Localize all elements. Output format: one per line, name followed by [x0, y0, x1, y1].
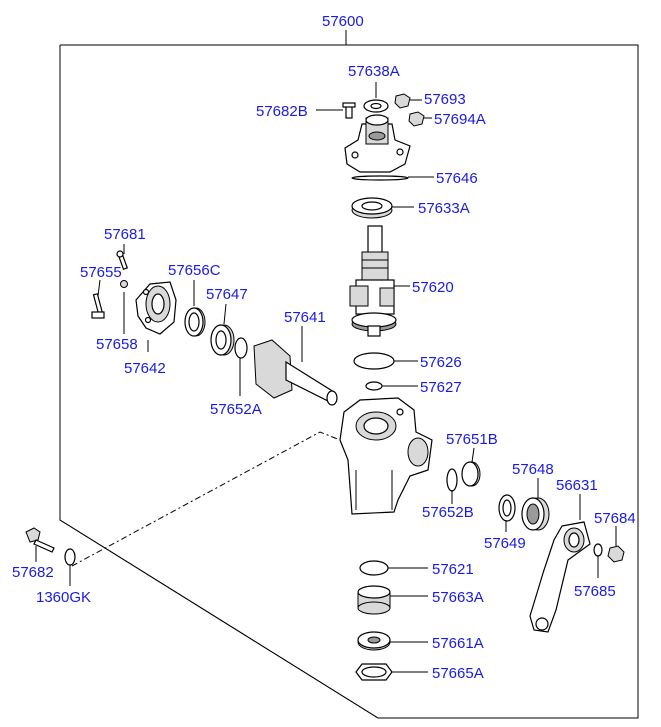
o-ring-57626 — [353, 352, 395, 370]
part-labels: 57600 57638A 57682B 57693 57694A 57646 5… — [12, 13, 636, 682]
label-57665A: 57665A — [432, 665, 484, 682]
label-57682B: 57682B — [256, 103, 308, 120]
label-57620: 57620 — [412, 279, 454, 296]
label-57651B: 57651B — [446, 431, 498, 448]
label-57693: 57693 — [424, 91, 466, 108]
label-57682: 57682 — [12, 564, 54, 581]
pitman-arm-56631 — [529, 521, 625, 633]
label-57684: 57684 — [594, 510, 636, 527]
o-ring-57627 — [365, 381, 383, 391]
bolt-57682-washer-1360GK — [25, 527, 76, 566]
label-57621: 57621 — [432, 561, 474, 578]
assembly-frame — [59, 30, 639, 719]
label-57656C: 57656C — [168, 262, 221, 279]
bottom-parts — [355, 560, 393, 681]
seals-57656C-57647 — [184, 307, 235, 356]
label-1360GK: 1360GK — [36, 589, 91, 606]
label-57646: 57646 — [436, 170, 478, 187]
label-57647: 57647 — [206, 286, 248, 303]
label-57655: 57655 — [80, 264, 122, 281]
label-57694A: 57694A — [434, 111, 486, 128]
label-57627: 57627 — [420, 379, 462, 396]
label-57633A: 57633A — [418, 200, 470, 217]
label-57641: 57641 — [284, 309, 326, 326]
label-57600: 57600 — [322, 13, 364, 30]
sector-shaft-57641 — [234, 337, 338, 406]
label-57663A: 57663A — [432, 589, 484, 606]
gear-housing — [339, 397, 433, 515]
label-57681: 57681 — [104, 226, 146, 243]
top-cover-parts — [342, 93, 425, 181]
label-57642: 57642 — [124, 360, 166, 377]
label-57685: 57685 — [574, 583, 616, 600]
side-cover-57642 — [91, 250, 177, 335]
label-57649: 57649 — [484, 535, 526, 552]
leader-lines — [35, 82, 617, 673]
label-56631: 56631 — [556, 477, 598, 494]
label-57652B: 57652B — [422, 504, 474, 521]
alignment-dashed-line — [71, 431, 346, 567]
label-57658: 57658 — [96, 336, 138, 353]
label-57652A: 57652A — [210, 401, 262, 418]
label-57648: 57648 — [512, 461, 554, 478]
label-57626: 57626 — [420, 354, 462, 371]
valve-shaft-57620 — [349, 225, 397, 337]
seal-57633A — [351, 197, 393, 219]
right-seals — [446, 461, 550, 531]
label-57638A: 57638A — [348, 63, 400, 80]
label-57661A: 57661A — [432, 635, 484, 652]
